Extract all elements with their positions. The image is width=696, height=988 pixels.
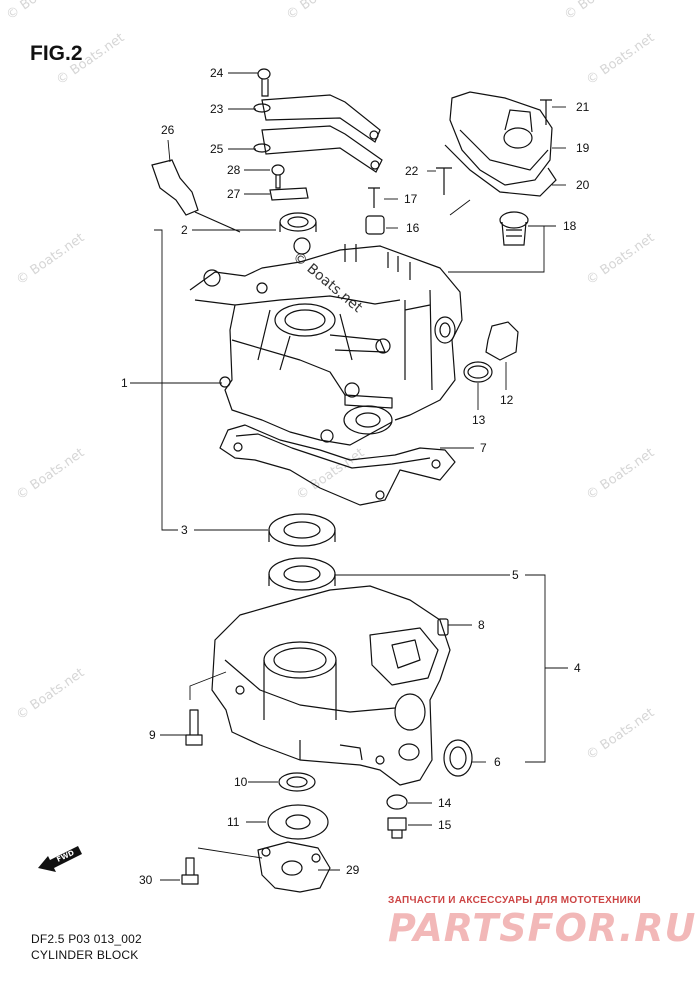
callout-28: 28 (227, 163, 241, 177)
callout-21: 21 (576, 100, 590, 114)
callout-27: 27 (227, 187, 241, 201)
watermark: © Boats.net (4, 0, 78, 23)
fwd-arrow-icon: FWD (38, 846, 82, 872)
watermark: © Boats.net (562, 0, 636, 23)
callout-25: 25 (210, 142, 224, 156)
callout-13: 13 (472, 413, 486, 427)
callout-11: 11 (227, 815, 240, 829)
callout-30: 30 (139, 873, 153, 887)
callout-8: 8 (478, 618, 485, 632)
watermark-center: © Boats.net (289, 249, 365, 316)
cover-plates (151, 68, 385, 235)
callout-29: 29 (346, 863, 360, 877)
watermark: © Boats.net (14, 665, 88, 723)
callout-15: 15 (438, 818, 452, 832)
callout-17: 17 (404, 192, 418, 206)
watermark: © Boats.net (14, 445, 88, 503)
callout-2: 2 (181, 223, 188, 237)
callout-3: 3 (181, 523, 188, 537)
diagram-code: DF2.5 P03 013_002 (31, 932, 142, 946)
callout-10: 10 (234, 775, 248, 789)
callout-4: 4 (574, 661, 581, 675)
callout-26: 26 (161, 123, 175, 137)
watermark-layer: © Boats.net © Boats.net © Boats.net © Bo… (4, 0, 658, 763)
bearings (268, 513, 336, 591)
watermark: © Boats.net (584, 445, 658, 503)
watermark: © Boats.net (284, 0, 358, 23)
crankcase-lower (181, 585, 473, 893)
watermark: © Boats.net (294, 445, 368, 503)
watermark: © Boats.net (584, 705, 658, 763)
brand-logo: PARTSFOR.RU (388, 906, 696, 950)
callout-22: 22 (405, 164, 419, 178)
callout-14: 14 (438, 796, 452, 810)
brand-caption: ЗАПЧАСТИ И АКСЕССУАРЫ ДЛЯ МОТОТЕХНИКИ (388, 895, 641, 906)
callout-19: 19 (576, 141, 590, 155)
cylinder-block-upper (189, 237, 463, 506)
callout-5: 5 (512, 568, 519, 582)
watermark: © Boats.net (14, 230, 88, 288)
callout-24: 24 (210, 66, 224, 80)
leader-lines (130, 72, 568, 881)
callout-12: 12 (500, 393, 514, 407)
callout-labels: 1 2 3 4 5 6 7 8 9 10 11 12 13 14 15 16 1… (121, 66, 590, 887)
callout-18: 18 (563, 219, 577, 233)
figure-title: FIG.2 (30, 42, 83, 65)
thermostat-assembly (436, 91, 557, 383)
watermark: © Boats.net (54, 30, 128, 88)
callout-9: 9 (149, 728, 156, 742)
diagram-caption: CYLINDER BLOCK (31, 948, 139, 962)
watermark: © Boats.net (584, 30, 658, 88)
callout-16: 16 (406, 221, 420, 235)
callout-20: 20 (576, 178, 590, 192)
callout-1: 1 (121, 376, 128, 390)
watermark: © Boats.net (584, 230, 658, 288)
callout-6: 6 (494, 755, 501, 769)
callout-23: 23 (210, 102, 224, 116)
callout-7: 7 (480, 441, 487, 455)
